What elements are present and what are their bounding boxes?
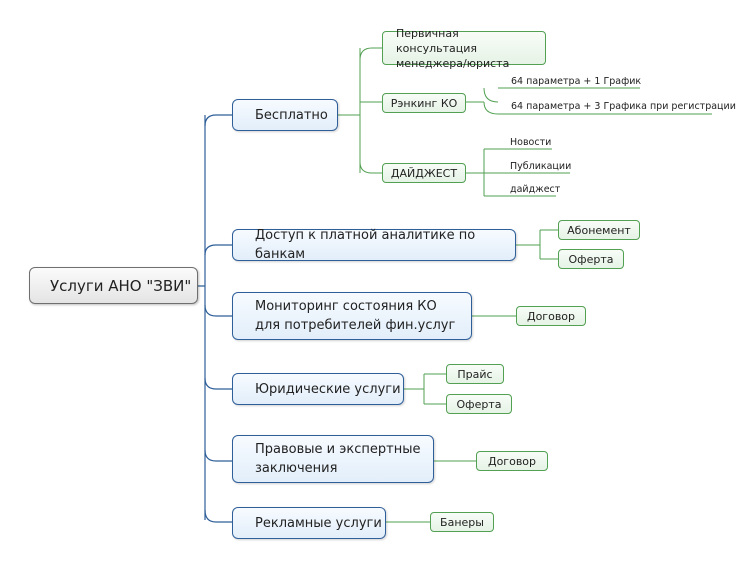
branch-expert-label: Правовые и экспертные заключения: [255, 442, 421, 476]
leaf-subscription-label: Абонемент: [567, 223, 631, 237]
branch-ads[interactable]: Рекламные услуги: [232, 507, 386, 539]
connector-legal: [204, 377, 232, 390]
connector-legal-hub: [404, 373, 446, 405]
leaf-ranking-label: Рэнкинг КО: [390, 96, 458, 110]
connector-free-digest: [359, 161, 382, 174]
connector-analytics-hub: [516, 229, 558, 260]
leaf-offer-analytics-label: Оферта: [568, 252, 614, 266]
connector-free-consult: [359, 47, 382, 61]
branch-ads-label: Рекламные услуги: [255, 515, 382, 531]
branch-monitoring[interactable]: Мониторинг состояния КО для потребителей…: [232, 292, 472, 340]
connector-analytics: [204, 244, 232, 256]
branch-legal-label: Юридические услуги: [255, 381, 401, 397]
leaf-offer-analytics[interactable]: Оферта: [558, 249, 624, 269]
leaf-banners-label: Банеры: [440, 515, 484, 529]
leaf-offer-legal-label: Оферта: [456, 397, 502, 411]
branch-expert[interactable]: Правовые и экспертные заключения: [232, 435, 434, 483]
connector-expert: [204, 449, 232, 462]
leaf-subscription[interactable]: Абонемент: [558, 220, 640, 240]
leaf-contract-monitoring-label: Договор: [526, 309, 576, 323]
ranking-item-2[interactable]: 64 параметра + 3 Графика при регистрации: [511, 101, 736, 112]
branch-free-label: Бесплатно: [255, 107, 328, 123]
leaf-digest[interactable]: ДАЙДЖЕСТ: [382, 163, 466, 183]
leaf-price[interactable]: Прайс: [446, 364, 504, 384]
branch-analytics[interactable]: Доступ к платной аналитике по банкам: [232, 228, 516, 262]
branch-legal[interactable]: Юридические услуги: [232, 373, 404, 405]
leaf-price-label: Прайс: [457, 367, 493, 381]
branch-monitoring-label: Мониторинг состояния КО для потребителей…: [255, 299, 456, 333]
digest-item-digest[interactable]: дайджест: [510, 184, 561, 195]
leaf-contract-expert-label: Договор: [487, 454, 537, 468]
leaf-contract-monitoring[interactable]: Договор: [516, 306, 586, 326]
connector-digest-items: [466, 148, 570, 197]
ranking-item-1[interactable]: 64 параметра + 1 График: [511, 76, 642, 87]
branch-analytics-label: Доступ к платной аналитике по банкам: [255, 228, 476, 262]
root-label: Услуги АНО "ЗВИ": [50, 276, 192, 295]
leaf-contract-expert[interactable]: Договор: [476, 451, 548, 471]
connector-monitoring: [204, 304, 232, 317]
root-node[interactable]: Услуги АНО "ЗВИ": [29, 267, 198, 304]
leaf-consultation[interactable]: Первичная консультация менеджера/юриста: [382, 27, 546, 70]
connector-free-hub: [338, 48, 361, 173]
digest-item-publications[interactable]: Публикации: [510, 161, 572, 172]
leaf-offer-legal[interactable]: Оферта: [446, 394, 512, 414]
connector-ranking-items: [466, 87, 712, 115]
leaf-consultation-label: Первичная консультация менеджера/юриста: [396, 26, 510, 70]
connector-free: [204, 114, 232, 127]
branch-free[interactable]: Бесплатно: [232, 99, 338, 131]
leaf-ranking[interactable]: Рэнкинг КО: [382, 93, 466, 113]
connector-ads: [204, 509, 232, 523]
leaf-banners[interactable]: Банеры: [430, 512, 494, 532]
leaf-digest-label: ДАЙДЖЕСТ: [390, 166, 458, 180]
connector-root-trunk: [198, 115, 206, 520]
digest-item-news[interactable]: Новости: [510, 137, 552, 148]
